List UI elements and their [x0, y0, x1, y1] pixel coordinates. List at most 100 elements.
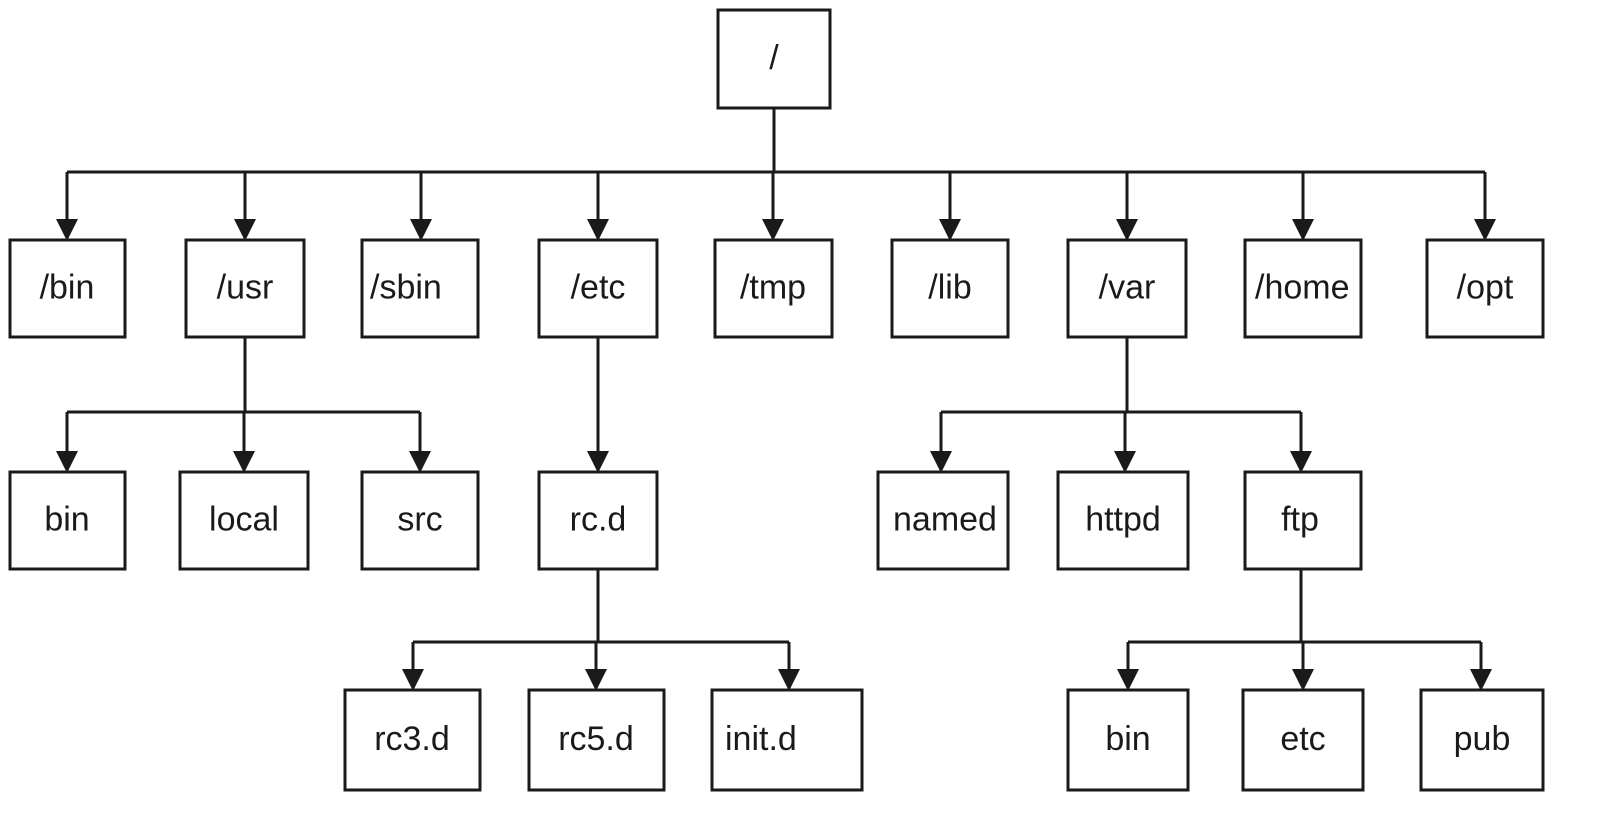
- edge-group-usr: [56, 337, 431, 473]
- node-home[interactable]: /home: [1243, 238, 1363, 339]
- node-box-ftp_etc[interactable]: [1241, 688, 1365, 792]
- node-label-clip-var_named: named: [893, 500, 997, 538]
- node-usr_local[interactable]: local: [178, 470, 310, 571]
- node-label-sbin: /sbin: [370, 268, 442, 306]
- arrowhead-home: [1292, 219, 1314, 241]
- node-box-opt[interactable]: [1425, 238, 1545, 339]
- node-label-var_httpd: httpd: [1085, 500, 1161, 538]
- node-box-usr[interactable]: [184, 238, 306, 339]
- node-label-clip-home: /home: [1255, 268, 1350, 306]
- node-box-lib[interactable]: [890, 238, 1010, 339]
- arrowhead-rc5d: [585, 669, 607, 691]
- edge-group-root: [56, 108, 1496, 241]
- node-ftp_etc[interactable]: etc: [1241, 688, 1365, 792]
- node-box-rc5d[interactable]: [527, 688, 666, 792]
- node-box-ftp_pub[interactable]: [1419, 688, 1545, 792]
- node-box-tmp[interactable]: [713, 238, 834, 339]
- node-box-sbin[interactable]: [360, 238, 480, 339]
- node-box-initd[interactable]: [710, 688, 864, 792]
- node-opt[interactable]: /opt: [1425, 238, 1545, 339]
- arrowhead-sbin: [410, 219, 432, 241]
- node-etc_rcd[interactable]: rc.d: [537, 470, 659, 571]
- node-label-rc3d: rc3.d: [374, 720, 450, 758]
- arrowhead-rc3d: [402, 669, 424, 691]
- node-label-bin: /bin: [40, 268, 95, 306]
- node-label-var: /var: [1099, 268, 1156, 306]
- nodes-layer: / /bin/usr/sbin/etc/tmp/lib/var/home/opt b…: [8, 8, 1545, 792]
- arrowhead-lib: [939, 219, 961, 241]
- edge-group-etc: [587, 337, 609, 473]
- node-label-lib: /lib: [928, 268, 971, 306]
- node-label-home: /home: [1255, 268, 1350, 306]
- node-label-usr_bin: bin: [44, 500, 89, 538]
- node-rc3d[interactable]: rc3.d: [343, 688, 482, 792]
- arrowhead-opt: [1474, 219, 1496, 241]
- node-box-home[interactable]: [1243, 238, 1363, 339]
- node-label-var_named: named: [893, 500, 997, 538]
- node-box-bin[interactable]: [8, 238, 127, 339]
- node-box-var_named[interactable]: [876, 470, 1010, 571]
- arrowhead-ftp_etc: [1292, 669, 1314, 691]
- node-box-var[interactable]: [1066, 238, 1188, 339]
- node-ftp_pub[interactable]: pub: [1419, 688, 1545, 792]
- node-label-ftp_bin: bin: [1105, 720, 1150, 758]
- edge-group-var_ftp: [1117, 569, 1492, 691]
- node-label-tmp: /tmp: [740, 268, 806, 306]
- node-label-usr_local: local: [209, 500, 279, 538]
- node-box-usr_src[interactable]: [360, 470, 480, 571]
- arrowhead-ftp_bin: [1117, 669, 1139, 691]
- node-box-usr_bin[interactable]: [8, 470, 127, 571]
- node-box-etc_rcd[interactable]: [537, 470, 659, 571]
- node-label-etc: /etc: [571, 268, 626, 306]
- arrowhead-usr_src: [409, 451, 431, 473]
- node-var_ftp[interactable]: ftp: [1243, 470, 1363, 571]
- node-box-ftp_bin[interactable]: [1066, 688, 1190, 792]
- node-lib[interactable]: /lib: [890, 238, 1010, 339]
- node-ftp_bin[interactable]: bin: [1066, 688, 1190, 792]
- node-usr_src[interactable]: src: [360, 470, 480, 571]
- node-box-root[interactable]: [716, 8, 832, 110]
- node-box-etc[interactable]: [537, 238, 659, 339]
- node-var[interactable]: /var: [1066, 238, 1188, 339]
- node-label-ftp_etc: etc: [1280, 720, 1325, 758]
- node-label-opt: /opt: [1457, 268, 1514, 306]
- node-usr[interactable]: /usr: [184, 238, 306, 339]
- node-var_named[interactable]: named: [876, 470, 1010, 571]
- arrowhead-ftp_pub: [1470, 669, 1492, 691]
- edge-group-var: [930, 337, 1312, 473]
- node-label-ftp_pub: pub: [1454, 720, 1511, 758]
- arrowhead-bin: [56, 219, 78, 241]
- arrowhead-etc: [587, 219, 609, 241]
- arrowhead-usr: [234, 219, 256, 241]
- node-label-rc5d: rc5.d: [558, 720, 634, 758]
- node-box-var_httpd[interactable]: [1056, 470, 1190, 571]
- node-label-etc_rcd: rc.d: [570, 500, 627, 538]
- node-root[interactable]: /: [716, 8, 832, 110]
- node-label-usr_src: src: [397, 500, 442, 538]
- arrowhead-var_named: [930, 451, 952, 473]
- arrowhead-initd: [778, 669, 800, 691]
- arrowhead-var_httpd: [1114, 451, 1136, 473]
- node-box-var_ftp[interactable]: [1243, 470, 1363, 571]
- node-var_httpd[interactable]: httpd: [1056, 470, 1190, 571]
- node-label-usr: /usr: [217, 268, 274, 306]
- node-label-var_ftp: ftp: [1281, 500, 1319, 538]
- node-label-root: /: [769, 39, 779, 77]
- arrowhead-usr_local: [233, 451, 255, 473]
- node-box-usr_local[interactable]: [178, 470, 310, 571]
- arrowhead-usr_bin: [56, 451, 78, 473]
- arrowhead-var: [1116, 219, 1138, 241]
- node-tmp[interactable]: /tmp: [713, 238, 834, 339]
- node-box-rc3d[interactable]: [343, 688, 482, 792]
- arrowhead-var_ftp: [1290, 451, 1312, 473]
- arrowhead-etc_rcd: [587, 451, 609, 473]
- node-initd[interactable]: init.d: [710, 688, 864, 792]
- node-bin[interactable]: /bin: [8, 238, 127, 339]
- node-usr_bin[interactable]: bin: [8, 470, 127, 571]
- node-label-initd: init.d: [725, 720, 797, 758]
- node-sbin[interactable]: /sbin: [360, 238, 480, 339]
- node-rc5d[interactable]: rc5.d: [527, 688, 666, 792]
- node-etc[interactable]: /etc: [537, 238, 659, 339]
